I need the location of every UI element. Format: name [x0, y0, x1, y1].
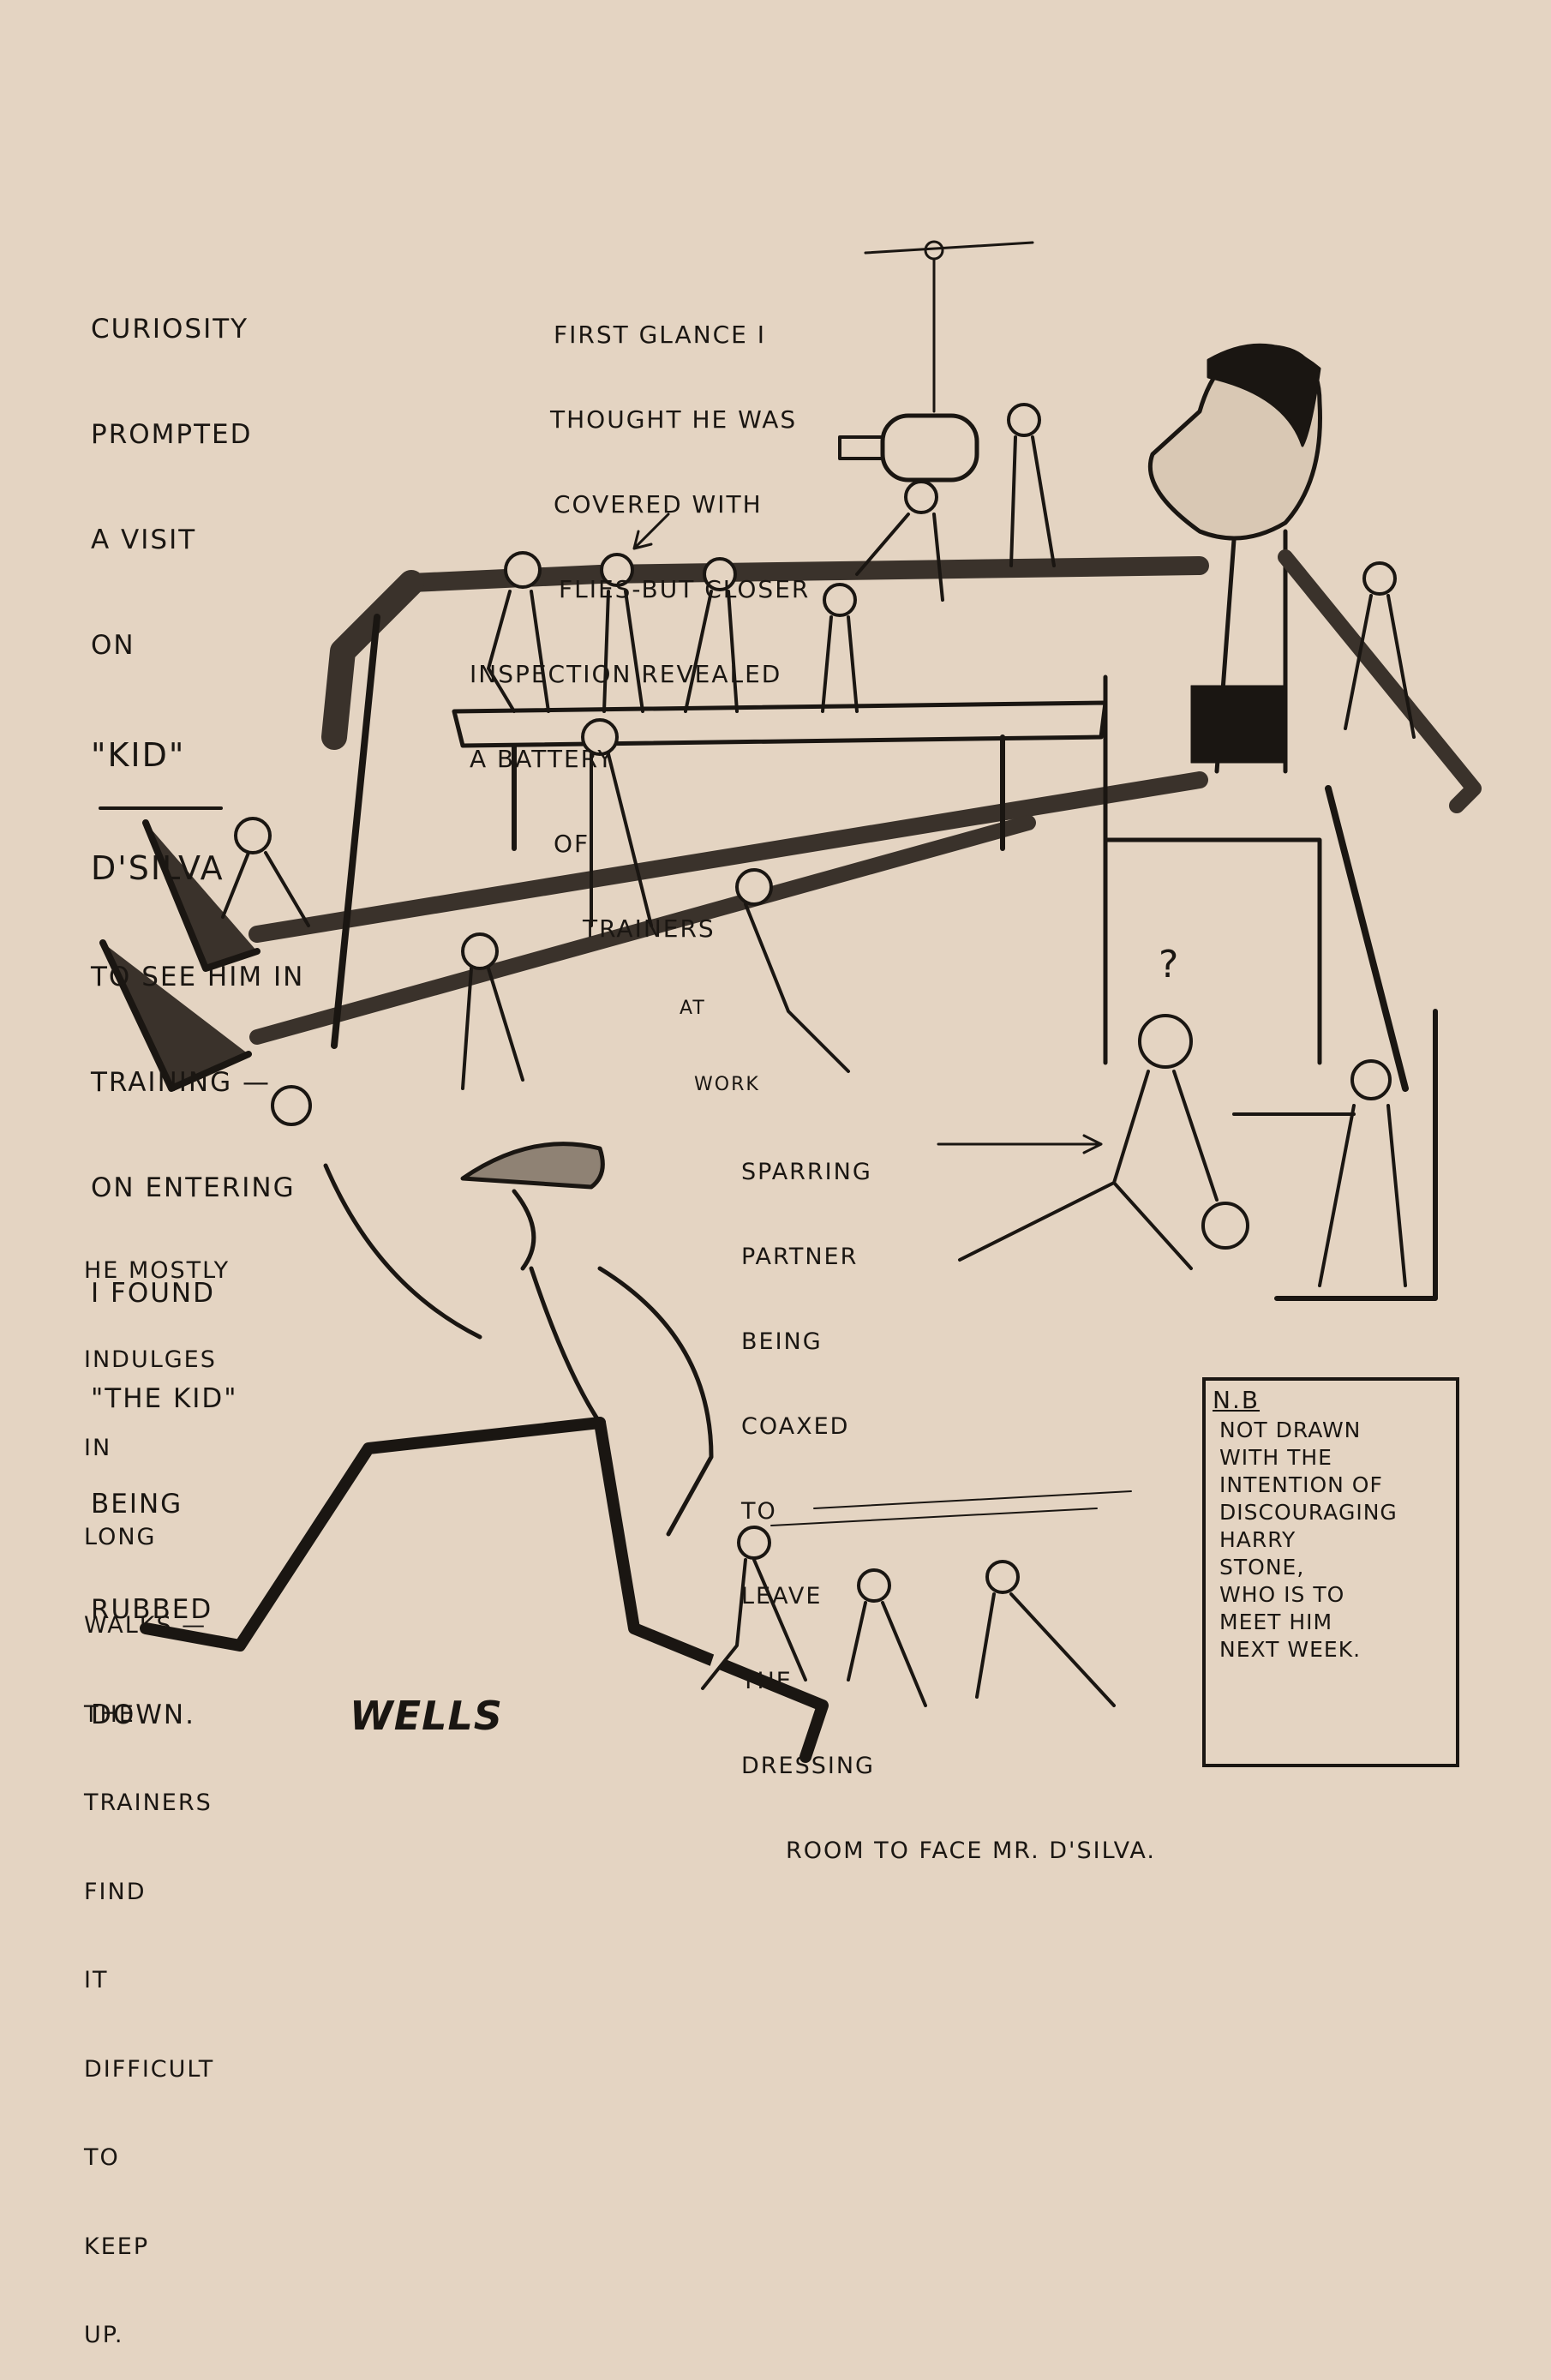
caption-line: partner	[741, 1244, 859, 1270]
trainer-figures	[221, 403, 1416, 1126]
note-line: discouraging	[1219, 1500, 1398, 1525]
hanging-bottle	[838, 240, 1034, 483]
caption-line: covered with	[554, 490, 763, 519]
caption-line: rubbed	[91, 1594, 213, 1625]
caption-line: in	[84, 1435, 112, 1461]
note-line: Not drawn	[1219, 1418, 1362, 1442]
caption-line: Prompted	[91, 419, 253, 450]
caption-line: find	[84, 1878, 147, 1905]
note-box: N.B Not drawn with the intention of disc…	[1202, 1377, 1459, 1767]
caption-line: long	[84, 1523, 157, 1550]
caption-line: of	[554, 830, 590, 858]
caption-line: coaxed	[741, 1413, 850, 1440]
caption-line: trainers	[583, 914, 716, 943]
intro-caption: Curiosity Prompted a visit on "Kid" D'Si…	[91, 242, 304, 1768]
running-trainers	[701, 1490, 1132, 1707]
boxer-figure	[99, 343, 1482, 1092]
note-line: next week.	[1219, 1637, 1362, 1662]
caption-line: being	[741, 1328, 823, 1355]
caption-line: Sparring	[741, 1159, 872, 1185]
caption-line: to see him in	[91, 962, 305, 992]
caption-line: room to face Mr. D'Silva.	[786, 1837, 1156, 1864]
caption-line: down.	[91, 1700, 195, 1730]
note-line: Harry	[1219, 1527, 1296, 1552]
caption-line: up.	[84, 2322, 124, 2348]
caption-line: a visit	[91, 525, 197, 555]
sparring-caption: Sparring partner being coaxed to leave t…	[741, 1101, 1156, 1893]
caption-line: difficult	[84, 2055, 215, 2083]
rubbing-table	[452, 674, 1322, 1065]
note-line: intention of	[1219, 1472, 1383, 1497]
caption-line: flies-but closer	[559, 575, 811, 603]
note-line: with the	[1219, 1445, 1332, 1470]
caption-line: walks —	[84, 1612, 207, 1639]
caption-line: indulges	[84, 1346, 217, 1373]
note-line: who is to	[1219, 1582, 1345, 1607]
caption-line: the	[741, 1668, 793, 1694]
caption-line: on	[91, 630, 135, 661]
caption-line: Curiosity	[91, 314, 249, 345]
note-body: Not drawn with the intention of discoura…	[1219, 1417, 1398, 1664]
walks-caption: He mostly indulges in long walks — the t…	[84, 1197, 230, 2380]
caption-line: at	[680, 998, 706, 1019]
caption-line: He mostly	[84, 1257, 231, 1284]
note-line: Stone,	[1219, 1555, 1305, 1580]
artist-signature: WELLS	[350, 1693, 503, 1739]
caption-line: work	[694, 1074, 760, 1095]
caption-line: training —	[91, 1067, 271, 1098]
caption-line: I found	[91, 1278, 215, 1309]
caption-line: it	[84, 1967, 109, 1993]
caption-line: "The Kid"	[91, 1383, 238, 1414]
sparring-partner	[958, 1009, 1438, 1301]
walking-figure	[140, 1142, 829, 1763]
note-line: meet him	[1219, 1610, 1333, 1634]
caption-line: on entering	[91, 1172, 296, 1203]
caption-line: First glance I	[554, 321, 767, 349]
caption-line: trainers	[84, 1789, 213, 1816]
caption-line: "Kid"	[91, 736, 186, 774]
trainers-arrow	[632, 513, 670, 550]
caption-line: thought he was	[550, 405, 798, 434]
caption-line: a battery	[470, 745, 614, 773]
caption-line: to	[84, 2144, 120, 2171]
caption-line: dressing	[741, 1753, 875, 1779]
caption-line: leave	[741, 1583, 823, 1610]
cartoon-illustration	[99, 240, 1482, 1763]
question-mark: ?	[1159, 943, 1179, 986]
caption-line: D'Silva	[91, 849, 225, 887]
caption-line: inspection revealed	[470, 660, 782, 688]
caption-line: being	[91, 1489, 183, 1520]
note-heading: N.B	[1213, 1386, 1261, 1414]
caption-line: to	[741, 1498, 777, 1525]
first-glance-caption: First glance I thought he was covered wi…	[470, 264, 810, 1124]
caption-line: keep	[84, 2233, 150, 2260]
caption-line: the	[84, 1700, 135, 1728]
sparring-arrow	[937, 1134, 1103, 1154]
